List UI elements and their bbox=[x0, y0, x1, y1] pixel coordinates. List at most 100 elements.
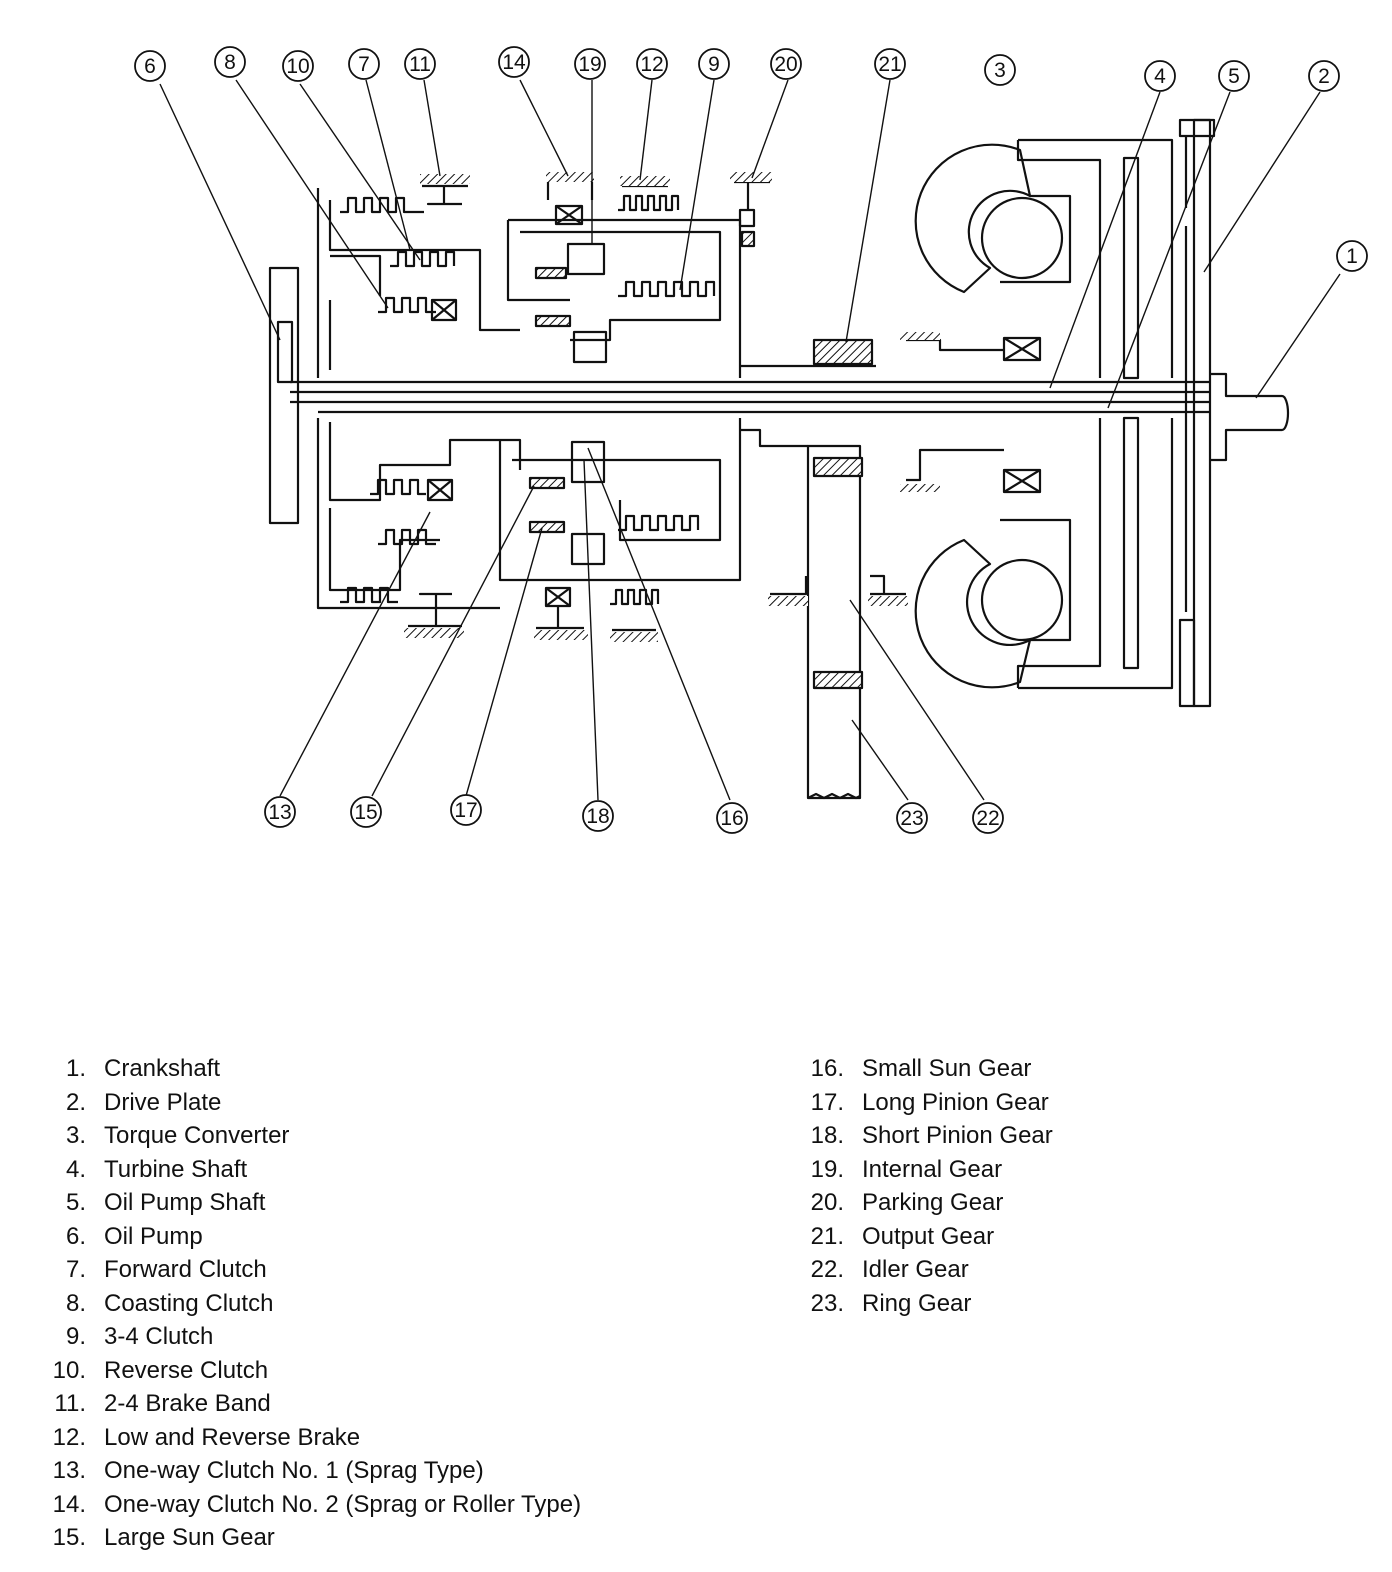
legend-label: Coasting Clutch bbox=[104, 1289, 274, 1317]
legend-item: 23.Ring Gear bbox=[798, 1287, 1053, 1321]
callout-6: 6 bbox=[144, 55, 156, 78]
legend-label: Internal Gear bbox=[862, 1155, 1003, 1183]
schematic-body bbox=[268, 118, 1290, 800]
legend-number: 9. bbox=[65, 1323, 86, 1350]
legend-label: Short Pinion Gear bbox=[862, 1122, 1053, 1149]
crankshaft bbox=[1210, 372, 1290, 462]
legend-item: 18. Short Pinion Gear bbox=[798, 1119, 1053, 1153]
legend-item: 21. Output Gear bbox=[798, 1220, 1053, 1254]
legend-number: 13. bbox=[52, 1457, 86, 1484]
legend-number: 22. bbox=[810, 1256, 844, 1283]
callout-11: 11 bbox=[409, 53, 431, 76]
callout-2: 2 bbox=[1318, 65, 1330, 88]
legend-number: 10. bbox=[52, 1356, 86, 1384]
legend-number: 18. bbox=[810, 1122, 844, 1149]
callout-7: 7 bbox=[358, 53, 370, 76]
callout-15: 15 bbox=[354, 801, 377, 824]
legend-number: 1. bbox=[65, 1055, 86, 1082]
legend-item: 22. Idler Gear bbox=[798, 1253, 1053, 1287]
legend-label: Crankshaft bbox=[104, 1055, 221, 1082]
ground-hatching bbox=[404, 172, 940, 642]
legend-number: 23. bbox=[810, 1289, 844, 1317]
legend-number: 19. bbox=[810, 1155, 844, 1183]
legend-label: 2-4 Brake Band bbox=[104, 1390, 271, 1417]
legend-item: 1. Crankshaft bbox=[40, 1052, 581, 1086]
callout-3: 3 bbox=[994, 59, 1006, 82]
callout-14: 14 bbox=[502, 51, 526, 74]
torque-converter bbox=[914, 138, 1174, 690]
callout-10: 10 bbox=[286, 55, 309, 78]
legend-label: Large Sun Gear bbox=[104, 1524, 275, 1551]
legend-item: 9. 3-4 Clutch bbox=[40, 1320, 581, 1354]
legend-label: Long Pinion Gear bbox=[862, 1088, 1049, 1116]
leader-lines bbox=[159, 79, 1341, 801]
legend-number: 5. bbox=[65, 1189, 86, 1216]
turbine-shaft bbox=[290, 380, 1210, 394]
one-way-clutch-symbols bbox=[426, 204, 1042, 608]
legend-label: Torque Converter bbox=[104, 1122, 290, 1149]
legend-label: Low and Reverse Brake bbox=[104, 1423, 361, 1451]
callout-23: 23 bbox=[900, 807, 923, 830]
legend-label: One-way Clutch No. 1 (Sprag Type) bbox=[104, 1457, 484, 1484]
legend-item: 15. Large Sun Gear bbox=[40, 1521, 581, 1555]
callout-20: 20 bbox=[774, 53, 797, 76]
legend-item: 13. One-way Clutch No. 1 (Sprag Type) bbox=[40, 1454, 581, 1488]
legend-item: 12. Low and Reverse Brake bbox=[40, 1421, 581, 1455]
legend-label: Forward Clutch bbox=[104, 1256, 267, 1283]
callout-9: 9 bbox=[708, 53, 720, 76]
oil-pump bbox=[268, 266, 300, 525]
legend-label: One-way Clutch No. 2 (Sprag or Roller Ty… bbox=[104, 1490, 582, 1518]
legend-label: Oil Pump Shaft bbox=[104, 1189, 266, 1216]
callout-17: 17 bbox=[454, 799, 477, 822]
legend-item: 3. Torque Converter bbox=[40, 1119, 581, 1153]
front-housing bbox=[316, 188, 522, 610]
clutch-pack-lower bbox=[340, 478, 700, 606]
legend-number: 2. bbox=[65, 1088, 86, 1116]
callout-19: 19 bbox=[578, 53, 601, 76]
legend-label: 3-4 Clutch bbox=[104, 1323, 214, 1350]
legend-item: 5. Oil Pump Shaft bbox=[40, 1186, 581, 1220]
output-gear-train bbox=[740, 364, 876, 800]
planetary-gearset bbox=[498, 218, 742, 582]
drive-plate bbox=[1178, 118, 1216, 708]
legend-item: 6. Oil Pump bbox=[40, 1220, 581, 1254]
callout-numbers: 1 2 3 4 5 6 7 8 9 10 11 12 13 14 15 16 1… bbox=[144, 51, 1358, 830]
legend-label: Reverse Clutch bbox=[104, 1356, 269, 1384]
legend-item: 14. One-way Clutch No. 2 (Sprag or Roller… bbox=[40, 1488, 581, 1522]
legend-item: 10. Reverse Clutch bbox=[40, 1354, 581, 1388]
legend-item: 11. 2-4 Brake Band bbox=[40, 1387, 581, 1421]
legend-number: 14. bbox=[52, 1490, 86, 1518]
legend-number: 15. bbox=[52, 1524, 86, 1551]
legend-label: Output Gear bbox=[862, 1222, 995, 1250]
callout-16: 16 bbox=[720, 807, 743, 830]
callout-8: 8 bbox=[224, 51, 236, 74]
callout-13: 13 bbox=[268, 801, 291, 824]
legend-number: 3. bbox=[65, 1122, 86, 1149]
legend-number: 7. bbox=[65, 1256, 86, 1283]
legend-item: 19. Internal Gear bbox=[798, 1153, 1053, 1187]
callout-22: 22 bbox=[976, 807, 999, 830]
legend-item: 8. Coasting Clutch bbox=[40, 1287, 581, 1321]
legend-item: 2.Drive Plate bbox=[40, 1086, 581, 1120]
legend-label: Turbine Shaft bbox=[104, 1155, 248, 1183]
legend-number: 21. bbox=[810, 1222, 844, 1250]
legend-item: 16.Small Sun Gear bbox=[798, 1052, 1053, 1086]
legend-number: 6. bbox=[65, 1222, 86, 1250]
clutch-pack-upper bbox=[340, 194, 716, 314]
legend-left-column: 1. Crankshaft 2.Drive Plate 3. Torque Conv… bbox=[40, 1052, 581, 1555]
legend-label: Oil Pump bbox=[104, 1222, 203, 1250]
legend-item: 20.Parking Gear bbox=[798, 1186, 1053, 1220]
callout-18: 18 bbox=[586, 805, 609, 828]
legend-label: Idler Gear bbox=[862, 1256, 969, 1283]
callout-21: 21 bbox=[878, 53, 901, 76]
legend-number: 16. bbox=[810, 1055, 844, 1082]
legend-number: 4. bbox=[65, 1155, 86, 1183]
legend-right-column: 16.Small Sun Gear 17.Long Pinion Gear 18… bbox=[798, 1052, 1053, 1320]
legend-number: 20. bbox=[810, 1189, 844, 1216]
legend-number: 11. bbox=[54, 1390, 86, 1417]
callout-4: 4 bbox=[1154, 65, 1166, 88]
legend-number: 12. bbox=[52, 1423, 86, 1451]
callout-circles bbox=[134, 46, 1368, 834]
legend-number: 8. bbox=[65, 1289, 86, 1317]
callout-1: 1 bbox=[1346, 245, 1358, 268]
